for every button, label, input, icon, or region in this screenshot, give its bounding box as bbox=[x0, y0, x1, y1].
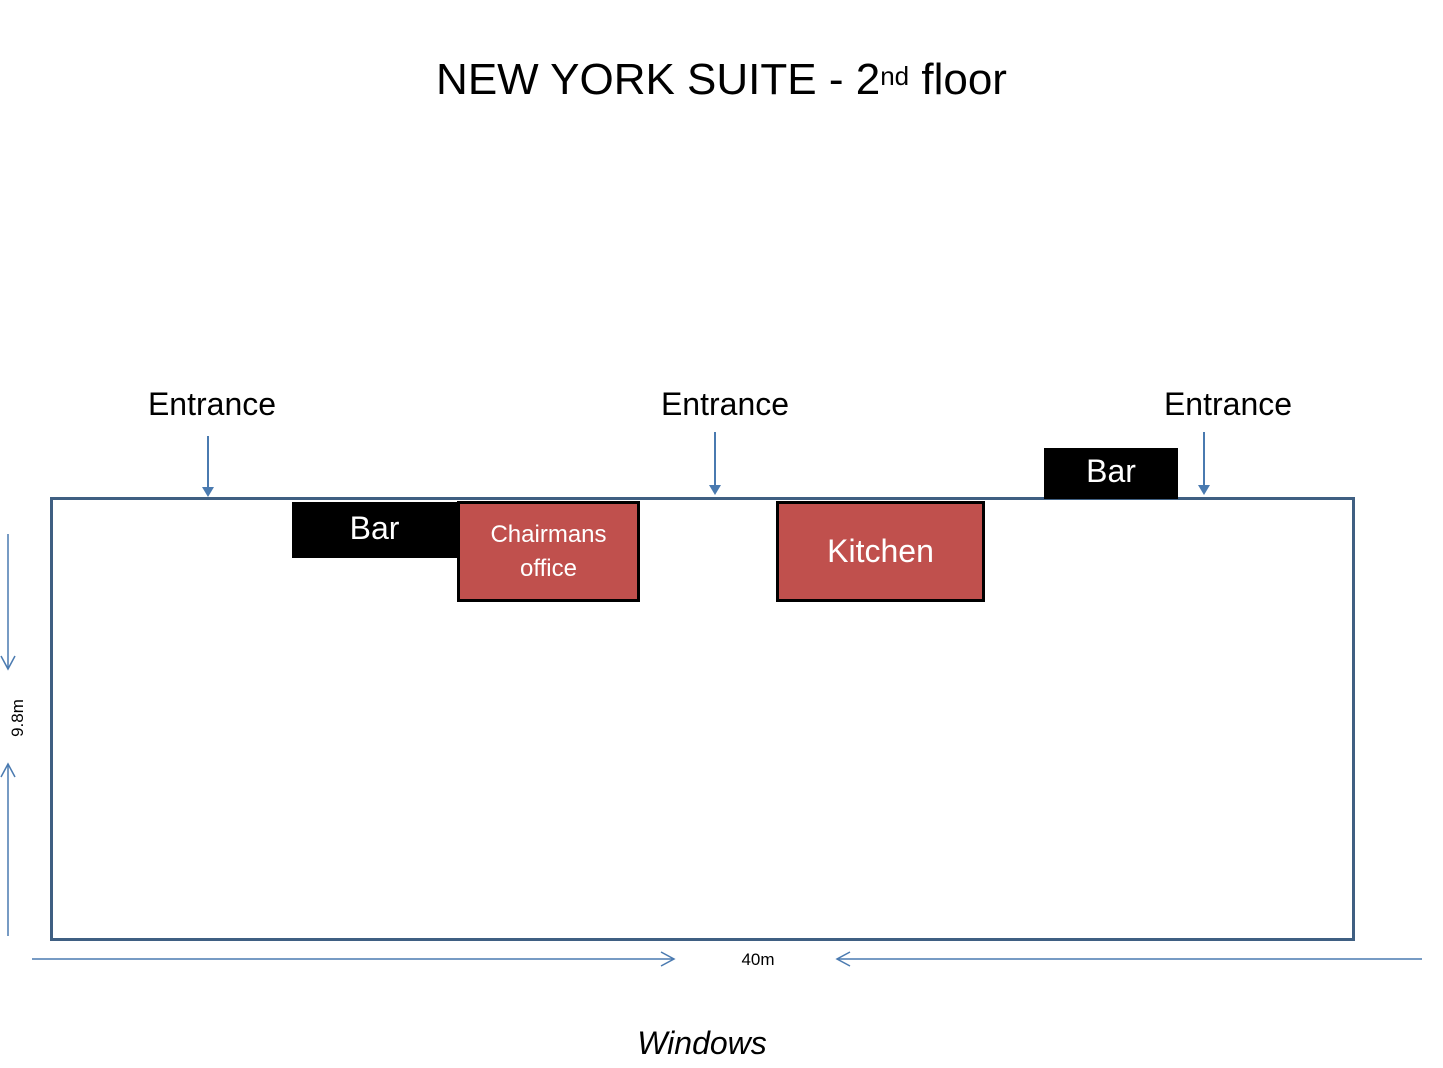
entrance-arrow-center-icon bbox=[709, 432, 721, 495]
bar-left-label: Bar bbox=[349, 509, 400, 546]
entrance-arrow-right-icon bbox=[1198, 432, 1210, 495]
height-dimension-top-arrow-icon bbox=[0, 534, 16, 671]
width-dimension-right-arrow-icon bbox=[835, 951, 1422, 967]
chairmans-office: Chairmans office bbox=[457, 501, 640, 602]
entrance-label-center: Entrance bbox=[660, 386, 790, 422]
entrance-arrow-left-icon bbox=[202, 436, 214, 497]
height-dimension-bottom-arrow-icon bbox=[0, 762, 16, 936]
bar-left: Bar bbox=[292, 502, 457, 558]
entrance-label-right: Entrance bbox=[1163, 386, 1293, 422]
width-dimension-label: 40m bbox=[741, 950, 775, 969]
bar-right: Bar bbox=[1044, 448, 1178, 499]
entrance-label-left: Entrance bbox=[147, 386, 277, 422]
windows-label: Windows bbox=[637, 1025, 767, 1061]
chairmans-office-label-line1: Chairmans bbox=[490, 520, 607, 548]
kitchen: Kitchen bbox=[776, 501, 985, 602]
kitchen-label: Kitchen bbox=[827, 533, 934, 569]
title-main: NEW YORK SUITE - 2 bbox=[436, 55, 881, 104]
width-dimension-left-arrow-icon bbox=[32, 951, 676, 967]
height-dimension-label: 9.8m bbox=[8, 699, 27, 737]
bar-right-label: Bar bbox=[1086, 453, 1136, 489]
title-superscript: nd bbox=[880, 61, 910, 91]
title-suffix: floor bbox=[909, 55, 1007, 104]
page-title: NEW YORK SUITE - 2nd floor bbox=[0, 52, 1443, 108]
chairmans-office-label: Chairmans office bbox=[490, 518, 606, 586]
chairmans-office-label-line2: office bbox=[520, 554, 577, 582]
suite-floor-outline bbox=[50, 497, 1355, 941]
